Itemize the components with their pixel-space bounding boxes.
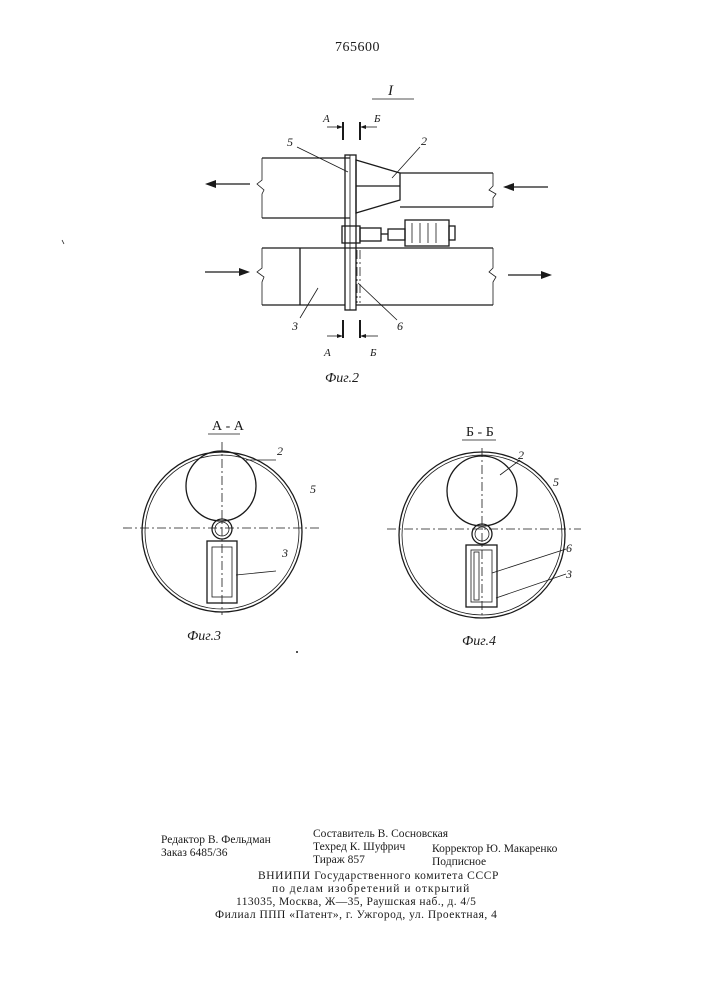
section-b-label-bottom: Б [369, 347, 377, 359]
figure-2: I А Б [205, 83, 552, 386]
fig4-label-2: 2 [518, 448, 524, 462]
duct-circle [186, 451, 256, 521]
flow-arrow-in-right [503, 183, 548, 191]
fig3-label-3: 3 [281, 546, 288, 560]
label-3: 3 [291, 319, 298, 333]
footer-subscription: Подписное [432, 856, 486, 869]
fig4-label-5: 5 [553, 475, 559, 489]
footer-compiler: Составитель В. Сосновская [313, 828, 448, 841]
fig3-title: А - А [212, 419, 245, 434]
footer-tech-editor: Техред К. Шуфрич [313, 841, 405, 854]
footer-circulation: Тираж 857 [313, 854, 365, 867]
footer-org-line1: ВНИИПИ Государственного комитета СССР [258, 870, 499, 883]
label-5: 5 [287, 135, 293, 149]
footer-branch: Филиал ППП «Патент», г. Ужгород, ул. Про… [215, 909, 497, 922]
section-a-label-bottom: А [323, 347, 331, 359]
view-label: I [387, 83, 394, 99]
fig2-caption: Фиг.2 [325, 371, 359, 386]
coupling [360, 228, 381, 241]
section-a-label-top: А [322, 113, 330, 125]
fig4-title: Б - Б [466, 425, 494, 440]
figure-3: А - А 2 5 3 Фиг.3 [123, 419, 322, 644]
flow-arrow-out-right [508, 271, 552, 279]
footer-order: Заказ 6485/36 [161, 847, 228, 860]
section-b-label-top: Б [373, 113, 381, 125]
footer-editor: Редактор В. Фельдман [161, 834, 271, 847]
fig4-caption: Фиг.4 [462, 634, 496, 649]
fig3-label-5: 5 [310, 482, 316, 496]
seal-strip [474, 552, 479, 600]
footer-org-address: 113035, Москва, Ж—35, Раушская наб., д. … [236, 896, 476, 909]
flow-arrow-in-left [205, 268, 250, 276]
footer-corrector: Корректор Ю. Макаренко [432, 843, 557, 856]
label-6: 6 [397, 319, 403, 333]
figure-4: Б - Б 2 5 6 3 Фиг.4 [387, 425, 581, 649]
shaft-housing [388, 229, 405, 240]
footer-org-line2: по делам изобретений и открытий [272, 883, 470, 896]
rotor-disk [345, 155, 356, 310]
fig4-label-6: 6 [566, 541, 572, 555]
flow-arrow-out-left [205, 180, 250, 188]
fig3-caption: Фиг.3 [187, 629, 221, 644]
fig4-label-3: 3 [565, 567, 572, 581]
label-2: 2 [421, 134, 427, 148]
fig3-label-2: 2 [277, 444, 283, 458]
